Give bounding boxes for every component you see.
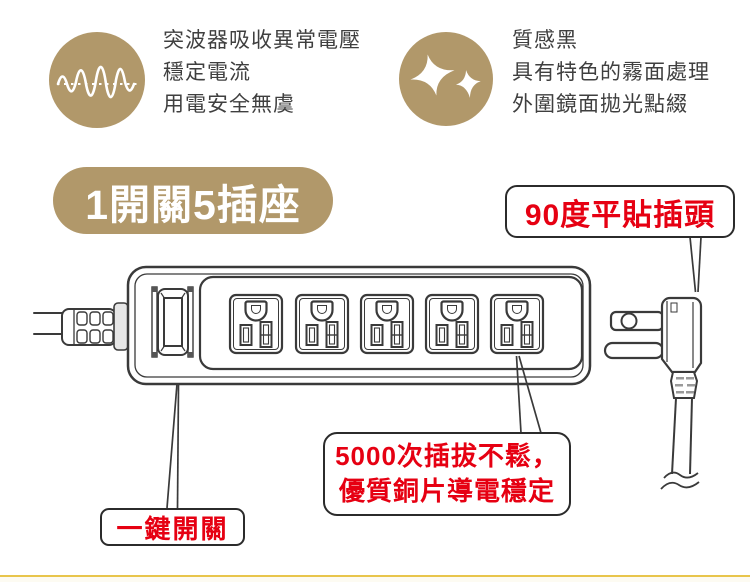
plug-callout-label: 90度平貼插頭 (524, 198, 716, 232)
feature-line: 突波器吸收異常電壓 (163, 29, 361, 52)
power-switch-illustration (151, 286, 194, 358)
callout-line-plug (689, 236, 702, 293)
outlet-callout-line1: 5000次插拔不鬆， (335, 441, 559, 471)
outlet-callout-box: 5000次插拔不鬆， 優質銅片導電穩定 (323, 432, 571, 516)
surge-wave-glyph (56, 65, 138, 99)
feature-line: 穩定電流 (163, 61, 251, 84)
outlet-callout-line2: 優質銅片導電穩定 (338, 476, 555, 506)
callout-line-outlet (515, 355, 542, 434)
feature-line: 質感黑 (512, 29, 578, 52)
switch-outlet-count-badge: 1開關5插座 (53, 167, 333, 234)
power-cord-left (33, 302, 129, 351)
sparkles-icon (399, 32, 493, 126)
callout-line-switch (166, 383, 180, 509)
switch-callout-label: 一鍵開關 (116, 513, 229, 544)
surge-wave-icon (49, 32, 145, 128)
feature-line: 外圍鏡面拋光點綴 (512, 93, 688, 116)
bottom-accent-bar (0, 575, 750, 582)
finish-feature-text: 質感黑 具有特色的霧面處理 外圍鏡面拋光點綴 (512, 25, 710, 121)
outlet-2 (294, 293, 350, 355)
outlet-3 (359, 293, 415, 355)
sparkles-glyph (410, 54, 481, 98)
switch-callout-box: 一鍵開關 (100, 508, 245, 546)
feature-line: 具有特色的霧面處理 (512, 61, 710, 84)
flat-plug-illustration (603, 296, 703, 490)
outlet-5 (489, 293, 545, 355)
surge-feature-text: 突波器吸收異常電壓 穩定電流 用電安全無虞 (163, 25, 361, 121)
outlet-4 (424, 293, 480, 355)
outlet-1 (228, 293, 284, 355)
plug-callout-box: 90度平貼插頭 (505, 185, 735, 238)
feature-line: 用電安全無虞 (163, 93, 295, 116)
